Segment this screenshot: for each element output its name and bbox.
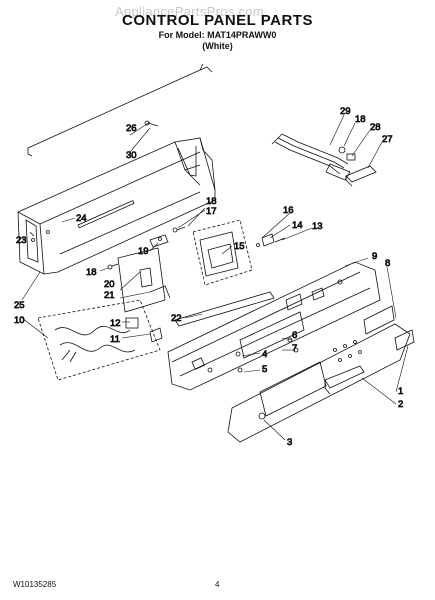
part-27 xyxy=(345,165,377,187)
part-screws-4-7 xyxy=(235,337,299,373)
color-note: (White) xyxy=(202,41,233,51)
callout-12: 12 xyxy=(110,318,121,329)
part-28 xyxy=(346,153,356,161)
part-screw-18-lower xyxy=(107,263,119,270)
callout-11: 11 xyxy=(110,334,120,345)
part-13 xyxy=(274,237,286,243)
part-wiring-10 xyxy=(37,299,161,381)
page-title: CONTROL PANEL PARTS xyxy=(122,12,313,29)
callout-7: 7 xyxy=(292,343,297,354)
callout-1: 1 xyxy=(398,386,403,397)
callout-8: 8 xyxy=(385,258,390,269)
callout-30: 30 xyxy=(126,150,137,161)
callout-2: 2 xyxy=(398,399,403,410)
part-11 xyxy=(149,327,163,343)
part-console-9 xyxy=(167,261,381,391)
part-nut-18-top xyxy=(338,146,346,154)
callout-19: 19 xyxy=(138,246,149,257)
document-number: W10135285 xyxy=(13,580,57,589)
watermark: AppliancePartsPros.com xyxy=(115,4,264,19)
callout-18-center: 18 xyxy=(206,196,217,207)
page-number: 4 xyxy=(215,580,220,589)
part-bracket-19 xyxy=(149,234,169,248)
callout-18-left: 18 xyxy=(86,267,97,278)
part-screw-3 xyxy=(258,412,266,420)
part-harness-29 xyxy=(271,133,351,181)
callout-4: 4 xyxy=(262,349,267,360)
callout-27: 27 xyxy=(382,134,393,145)
part-1 xyxy=(394,329,415,351)
callout-24: 24 xyxy=(76,213,87,224)
part-handle-2 xyxy=(324,365,365,395)
part-trim-22 xyxy=(174,291,275,327)
part-overlay-8 xyxy=(227,305,411,443)
callout-13: 13 xyxy=(312,221,323,232)
callout-29: 29 xyxy=(340,106,351,117)
callout-5: 5 xyxy=(262,364,267,375)
callout-9: 9 xyxy=(372,251,377,262)
model-subtitle: For Model: MAT14PRAWW0 xyxy=(158,30,277,40)
part-plate-20 xyxy=(117,247,166,313)
callout-28: 28 xyxy=(370,122,381,133)
callout-10: 10 xyxy=(14,315,25,326)
part-board-15 xyxy=(192,219,253,286)
callout-6: 6 xyxy=(292,330,297,341)
callout-14: 14 xyxy=(292,220,303,231)
part-rod-26 xyxy=(27,63,213,157)
part-screws-17-18 xyxy=(172,226,186,233)
callout-16: 16 xyxy=(283,205,294,216)
callout-17: 17 xyxy=(206,206,217,217)
part-21 xyxy=(149,285,171,299)
callout-18-top: 18 xyxy=(355,114,366,125)
callout-26: 26 xyxy=(126,123,137,134)
callout-15: 15 xyxy=(234,241,245,252)
callout-22: 22 xyxy=(171,313,182,324)
callout-labels: 26 30 24 23 25 10 12 11 21 20 20 18 19 1… xyxy=(14,106,404,449)
leader-lines xyxy=(21,114,409,441)
callout-23: 23 xyxy=(16,235,27,246)
part-screw-30 xyxy=(144,120,159,127)
callout-3: 3 xyxy=(287,437,292,448)
callout-21: 21 xyxy=(104,290,115,301)
part-14 xyxy=(256,233,275,247)
part-control-housing xyxy=(17,137,216,275)
callout-25: 25 xyxy=(14,300,25,311)
callout-20-visible: 20 xyxy=(104,279,115,290)
